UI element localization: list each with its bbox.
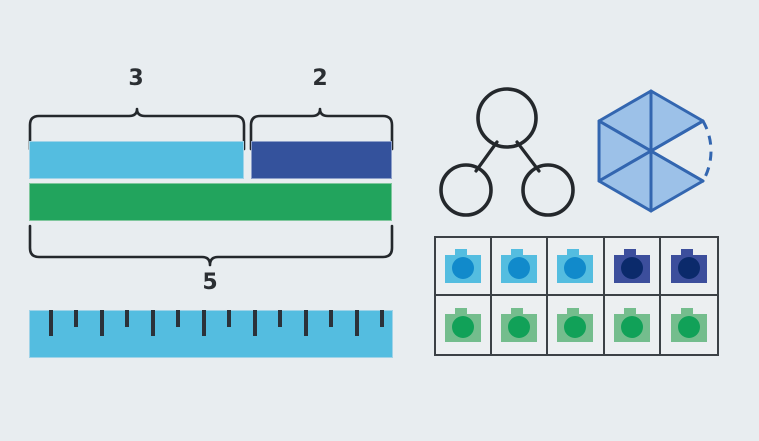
block-cell[interactable]: [605, 296, 661, 354]
camera-block-icon: [670, 249, 707, 283]
bar-whole-green: [29, 183, 392, 221]
brace-label-five: 5: [202, 270, 218, 295]
ruler-tick-short: [329, 310, 333, 327]
ruler-tick-short: [227, 310, 231, 327]
ruler-tick-short: [380, 310, 384, 327]
camera-block-icon: [557, 308, 594, 342]
ruler-tick-short: [176, 310, 180, 327]
ruler-body: [29, 310, 393, 358]
block-grid: [434, 236, 719, 356]
block-cell[interactable]: [660, 238, 717, 296]
block-cell[interactable]: [436, 296, 493, 354]
tree-node-parent: [476, 87, 538, 149]
ruler-tick-long: [304, 310, 308, 336]
block-cell[interactable]: [492, 238, 549, 296]
ruler-tick-short: [125, 310, 129, 327]
tree-node-child-left: [439, 163, 493, 217]
ruler-tick-short: [74, 310, 78, 327]
brace-label-two: 2: [312, 66, 328, 91]
pie-sector: [649, 149, 705, 213]
bar-model-group: 3 2 5: [0, 0, 420, 300]
camera-block-icon: [501, 249, 538, 283]
top-braces: [28, 107, 394, 151]
block-cell[interactable]: [492, 296, 549, 354]
ruler-tick-long: [100, 310, 104, 336]
tree-node-child-right: [521, 163, 575, 217]
fraction-circle: [597, 89, 713, 213]
camera-block-icon: [445, 249, 482, 283]
ruler-tick-long: [151, 310, 155, 336]
ruler-tick-long: [355, 310, 359, 336]
pie-empty-sector-edges: [649, 119, 705, 183]
number-bond-tree: [439, 87, 575, 217]
bar-part-light-blue: [29, 141, 244, 179]
ruler-tick-long: [202, 310, 206, 336]
block-cell[interactable]: [661, 296, 717, 354]
camera-block-icon: [613, 249, 650, 283]
camera-block-icon: [613, 308, 650, 342]
bottom-brace: [28, 224, 394, 267]
ruler-tick-short: [278, 310, 282, 327]
ruler: [29, 310, 393, 358]
bar-part-dark-blue: [251, 141, 392, 179]
camera-block-icon: [557, 249, 594, 283]
block-cell[interactable]: [548, 296, 605, 354]
pie-sector: [649, 89, 705, 153]
block-cell[interactable]: [604, 238, 661, 296]
camera-block-icon: [501, 308, 538, 342]
tree-edge-right: [515, 140, 541, 173]
block-cell[interactable]: [436, 238, 493, 296]
block-cell[interactable]: [548, 238, 605, 296]
ruler-tick-long: [253, 310, 257, 336]
ruler-tick-long: [49, 310, 53, 336]
pie-empty-sector-dashed-arc: [701, 120, 713, 182]
camera-block-icon: [670, 308, 707, 342]
tree-edge-left: [474, 140, 499, 173]
camera-block-icon: [445, 308, 482, 342]
brace-label-three: 3: [128, 66, 144, 91]
